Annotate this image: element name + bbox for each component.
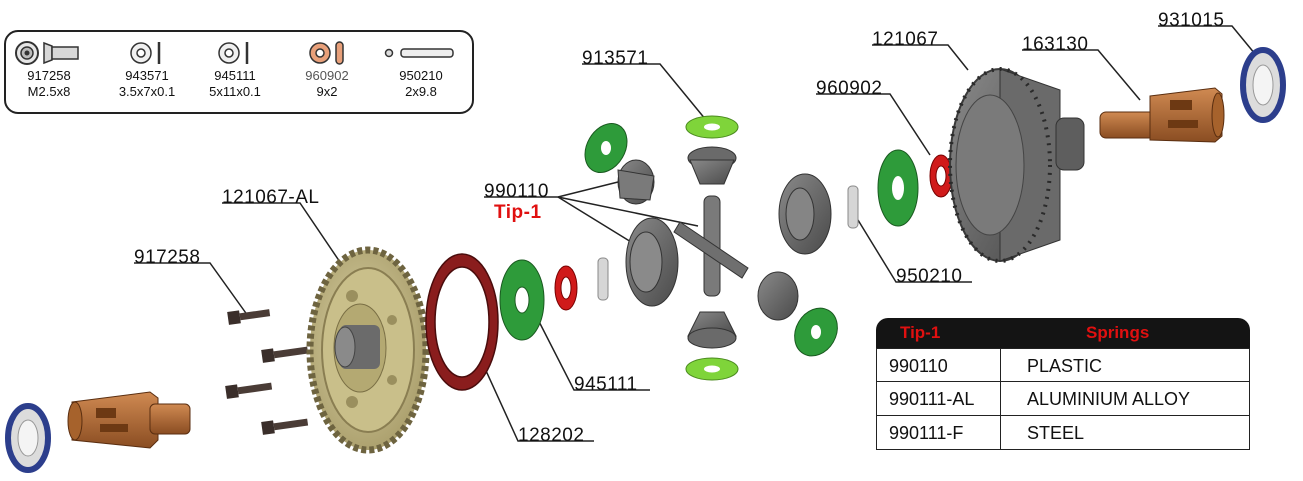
legend-size: 9x2 [316,84,338,99]
legend-size: 3.5x7x0.1 [118,84,176,99]
callout-163130: 163130 [1022,34,1089,55]
green-washer-small-right [794,307,838,357]
spec-table-header: Tip-1 Springs [876,318,1250,348]
bearing-right [1240,47,1286,123]
spec-material: ALUMINIUM ALLOY [1027,389,1191,409]
bevel-gear-upper-left [617,159,655,205]
green-washer-945111 [499,259,545,341]
bevel-gear-lower-left [625,217,679,307]
legend-size: M2.5x8 [27,84,71,99]
legend-item-950210: 950210 2x9.8 [376,38,466,100]
diff-housing [948,67,1085,263]
pin-right [847,185,859,229]
gasket [425,253,499,391]
hardware-legend: 917258 M2.5x8 943571 3.5x7x0.1 [4,30,474,114]
callout-tip-1: Tip-1 [494,202,542,223]
spec-material: PLASTIC [1027,356,1103,376]
callout-990110: 990110 [484,181,549,202]
legend-code: 943571 [125,68,169,83]
spur-gear [306,246,430,454]
legend-code: 960902 [305,68,349,83]
spec-table-row: 990111-F STEEL [876,416,1250,450]
screw-icon [4,38,94,68]
callout-121067: 121067 [872,29,939,50]
callout-121067-al: 121067-AL [222,187,320,208]
spec-header-springs: Springs [1086,323,1150,342]
green-washer-small-left [584,123,628,173]
legend-code: 945111 [214,68,256,83]
shim-washer-icon [190,38,280,68]
spec-material: STEEL [1027,423,1085,443]
pin-icon [376,38,466,68]
legend-size: 2x9.8 [405,84,437,99]
legend-code: 917258 [27,68,71,83]
callout-950210: 950210 [896,266,963,287]
callout-960902: 960902 [816,78,883,99]
legend-item-945111: 945111 5x11x0.1 [190,38,280,100]
legend-item-943571: 943571 3.5x7x0.1 [102,38,192,100]
callout-917258: 917258 [134,247,201,268]
spec-part: 990111-AL [889,389,975,409]
o-ring-icon [282,38,372,68]
screws [225,309,309,435]
legend-code: 950210 [399,68,443,83]
outdrive-cup-left [67,391,191,449]
pin-left [597,257,609,301]
bevel-gear-top [687,146,737,185]
shim-washer-icon [102,38,192,68]
spec-table-row: 990111-AL ALUMINIUM ALLOY [876,382,1250,416]
legend-item-960902: 960902 9x2 [282,38,372,100]
legend-size: 5x11x0.1 [209,84,261,99]
callout-913571: 913571 [582,48,649,69]
bevel-gear-bottom [687,311,737,349]
light-green-washer-top [685,115,739,139]
callout-945111: 945111 [574,374,638,395]
bevel-gear-right-large [778,173,832,255]
spec-part: 990111-F [889,423,964,443]
legend-item-917258: 917258 M2.5x8 [4,38,94,100]
o-ring-right [929,154,953,198]
light-green-washer-bottom [685,357,739,381]
spec-table-row: 990110 PLASTIC [876,348,1250,382]
spec-header-tip: Tip-1 [900,323,941,342]
spec-part: 990110 [889,356,948,376]
callout-931015: 931015 [1158,10,1225,31]
bearing-left [5,403,51,473]
bevel-gear-right-small [757,271,799,321]
o-ring-left [554,265,578,311]
outdrive-cup-right [1099,87,1225,143]
cross-pin [673,195,749,297]
green-washer-right [877,149,919,227]
callout-128202: 128202 [518,425,585,446]
leader-lines [134,25,1261,442]
